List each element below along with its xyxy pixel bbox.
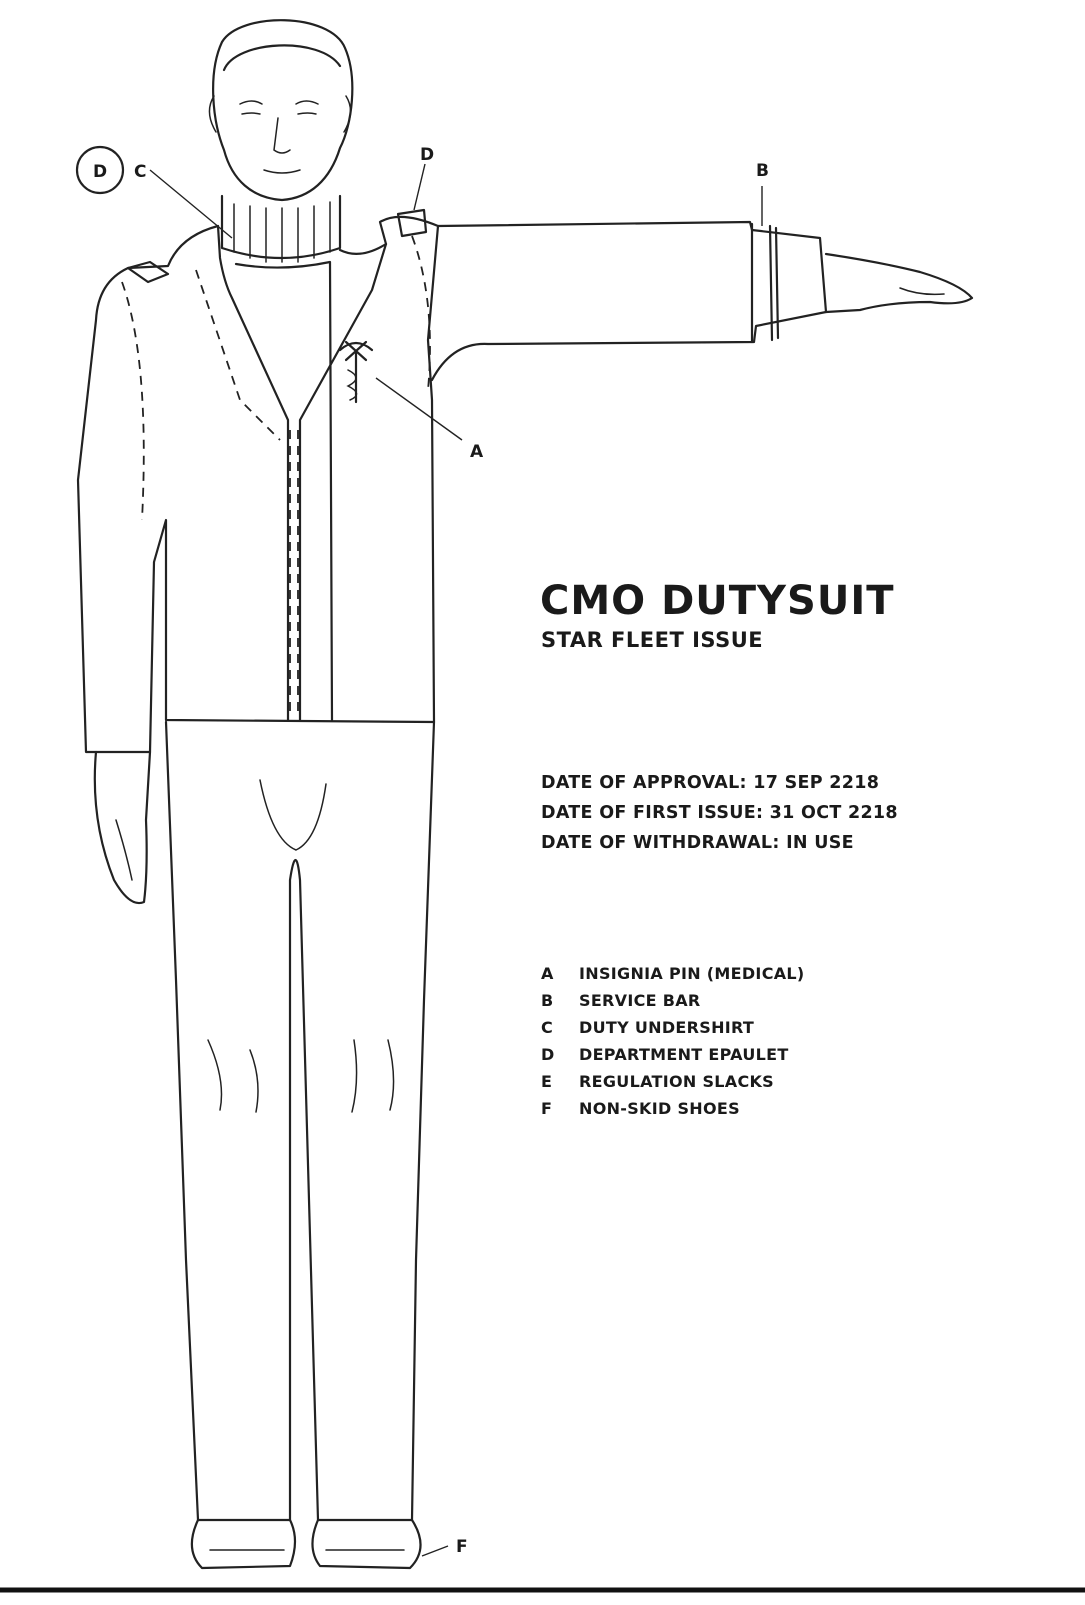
legend-code: D (541, 1041, 579, 1068)
non-skid-shoes (192, 1520, 421, 1568)
legend-text: NON-SKID SHOES (579, 1099, 740, 1118)
callout-c: C (134, 162, 232, 238)
page-subtitle: STAR FLEET ISSUE (541, 628, 763, 652)
legend-text: DEPARTMENT EPAULET (579, 1045, 789, 1064)
callout-d-shoulder: D (414, 145, 434, 210)
date-list: DATE OF APPROVAL: 17 SEP 2218 DATE OF FI… (541, 768, 898, 858)
legend-code: E (541, 1068, 579, 1095)
svg-text:F: F (456, 1537, 468, 1557)
callout-f: F (422, 1537, 468, 1557)
legend-text: DUTY UNDERSHIRT (579, 1018, 754, 1037)
date-approval: DATE OF APPROVAL: 17 SEP 2218 (541, 768, 898, 798)
svg-text:C: C (134, 162, 146, 182)
date-first-issue: DATE OF FIRST ISSUE: 31 OCT 2218 (541, 798, 898, 828)
callout-d-circled: D (77, 147, 123, 193)
date-withdrawal: DATE OF WITHDRAWAL: IN USE (541, 828, 898, 858)
head (209, 20, 352, 200)
legend-text: INSIGNIA PIN (MEDICAL) (579, 964, 805, 983)
regulation-slacks (166, 722, 434, 1520)
right-epaulet (398, 210, 426, 236)
legend-code: A (541, 960, 579, 987)
legend-code: C (541, 1014, 579, 1041)
svg-text:A: A (470, 442, 484, 462)
legend-code: F (541, 1095, 579, 1122)
insignia-pin-medical (340, 342, 372, 402)
svg-text:D: D (93, 162, 107, 182)
callout-a: A (376, 378, 484, 462)
svg-text:B: B (756, 161, 769, 181)
jacket (78, 210, 438, 752)
left-epaulet (128, 262, 168, 282)
legend-text: REGULATION SLACKS (579, 1072, 774, 1091)
duty-undershirt (222, 196, 340, 720)
legend-text: SERVICE BAR (579, 991, 701, 1010)
page-title: CMO DUTYSUIT (540, 578, 894, 624)
extended-arm (432, 222, 972, 380)
legend-code: B (541, 987, 579, 1014)
lowered-hand (95, 752, 150, 903)
callout-b: B (756, 161, 769, 226)
svg-text:D: D (420, 145, 434, 165)
